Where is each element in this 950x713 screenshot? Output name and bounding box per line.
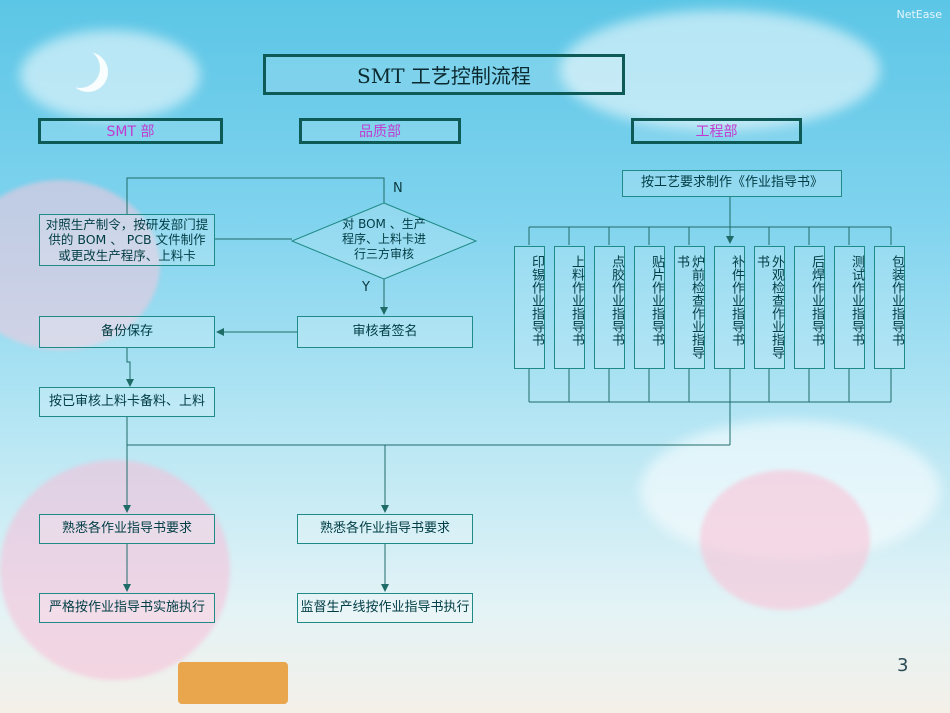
dept-header-engineering: 工程部 (631, 118, 802, 144)
backup-box: 备份保存 (39, 316, 215, 348)
decision-diamond (290, 202, 478, 280)
doc-box: 测试作业指导书 (834, 246, 865, 369)
doc-box: 印锡作业指导书 (514, 246, 545, 369)
no-label: N (393, 181, 403, 196)
dept-header-smt: SMT 部 (38, 118, 223, 144)
page-title: SMT 工艺控制流程 (263, 54, 625, 95)
execute-box: 严格按作业指导书实施执行 (39, 593, 215, 623)
doc-box: 补件作业指导书 (714, 246, 745, 369)
watermark: NetEase (896, 8, 943, 21)
doc-box: 包装作业指导书 (874, 246, 905, 369)
yes-label: Y (362, 280, 370, 295)
stock-box: 按已审核上料卡备料、上料 (39, 387, 215, 417)
smt-familiar-box: 熟悉各作业指导书要求 (39, 514, 215, 544)
prepare-program-box: 对照生产制令，按研发部门提供的 BOM 、 PCB 文件制作或更改生产程序、上料… (39, 214, 215, 266)
cloud (560, 10, 880, 130)
make-instructions-box: 按工艺要求制作《作业指导书》 (622, 170, 842, 197)
supervise-box: 监督生产线按作业指导书执行 (297, 593, 473, 623)
doc-box: 炉前检查作业指导书 (674, 246, 705, 369)
blossom-tree (700, 470, 870, 610)
doc-box: 上料作业指导书 (554, 246, 585, 369)
cloud (20, 30, 200, 120)
doc-box: 点胶作业指导书 (594, 246, 625, 369)
doc-box: 外观检查作业指导书 (754, 246, 785, 369)
dept-header-quality: 品质部 (299, 118, 461, 144)
sign-box: 审核者签名 (297, 316, 473, 348)
blossom-tree (0, 460, 230, 680)
page-number: 3 (897, 655, 909, 676)
doc-box: 后焊作业指导书 (794, 246, 825, 369)
quality-familiar-box: 熟悉各作业指导书要求 (297, 514, 473, 544)
bench (178, 662, 288, 704)
doc-box: 贴片作业指导书 (634, 246, 665, 369)
decision-text: 对 BOM 、生产程序、上料卡进行三方审核 (341, 216, 426, 261)
